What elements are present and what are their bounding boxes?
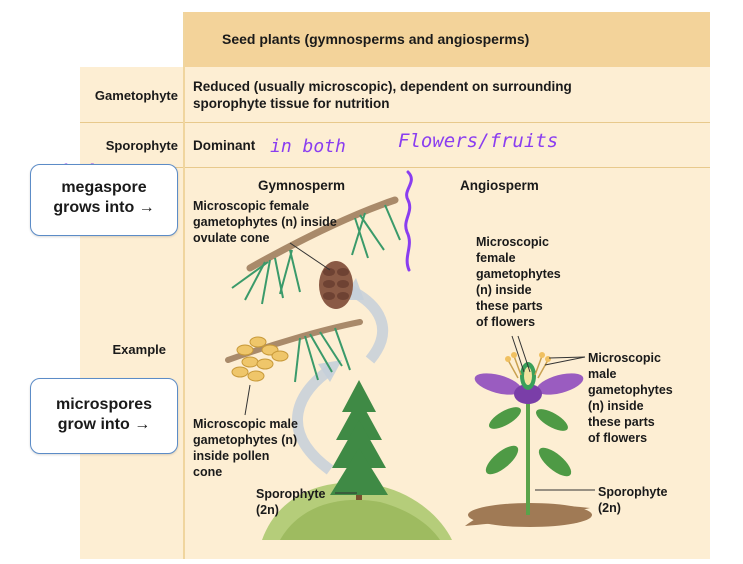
label-line: Microscopic female — [193, 199, 310, 213]
label-line: Microscopic male — [193, 417, 298, 431]
callout-megaspore: megaspore grows into → — [30, 164, 178, 236]
pollen-cones — [231, 336, 289, 382]
sporophyte-text: Dominant — [193, 138, 256, 153]
handwriting-flowers-fruits: Flowers/fruits — [398, 130, 559, 152]
leader-lines — [511, 335, 595, 491]
row-sporophyte — [80, 122, 710, 167]
plant-leaves — [485, 407, 572, 477]
label-line: (n) inside — [476, 283, 532, 297]
label-line: Sporophyte — [598, 485, 668, 499]
label-line: Sporophyte — [256, 487, 326, 501]
label-line: gametophytes (n) — [193, 433, 298, 447]
table-header-title: Seed plants (gymnosperms and angiosperms… — [222, 31, 530, 47]
leader-line — [244, 384, 251, 416]
label-line: inside pollen — [193, 449, 270, 463]
callout-megaspore-line2: grows into → — [53, 199, 155, 216]
label-line: female — [476, 251, 516, 265]
row-divider — [80, 122, 710, 123]
callout-microspores-line1: microspores — [55, 396, 153, 413]
angiosperm-male-label: Microscopic male gametophytes (n) inside… — [588, 350, 673, 446]
life-cycle-arrowhead — [318, 360, 342, 382]
tree-foliage — [330, 380, 388, 495]
label-line: Microscopic — [476, 235, 549, 249]
label-line: cone — [193, 465, 223, 479]
life-cycle-arrow — [292, 365, 334, 475]
gametophyte-text-line1: Reduced (usually microscopic), dependent… — [193, 79, 572, 94]
label-line: of flowers — [476, 315, 536, 329]
label-line: of flowers — [588, 431, 648, 445]
row-divider — [80, 167, 710, 168]
handwriting-in-both: in both — [270, 136, 346, 157]
angiosperm-title: Angiosperm — [460, 178, 539, 193]
label-line: gametophytes — [476, 267, 561, 281]
column-divider — [183, 12, 185, 559]
callout-microspores-line2: grow into → — [57, 416, 151, 433]
pine-needles — [231, 204, 401, 305]
cone-scales — [323, 268, 349, 300]
gametophyte-text-line2: sporophyte tissue for nutrition — [193, 96, 390, 111]
handwritten-squiggle — [404, 170, 413, 272]
pine-branch — [246, 196, 399, 272]
label-line: these parts — [476, 299, 543, 313]
angiosperm-sporophyte-label: Sporophyte (2n) — [598, 484, 667, 516]
label-line: (2n) — [256, 503, 279, 517]
callout-microspores: microspores grow into → — [30, 378, 178, 454]
pine-needles — [294, 327, 351, 383]
row-gametophyte — [80, 67, 710, 122]
callout-megaspore-line1: megaspore — [61, 179, 147, 196]
gametophyte-label: Gametophyte — [94, 88, 178, 103]
leader-line — [289, 242, 331, 271]
gymnosperm-sporophyte-label: Sporophyte (2n) — [256, 486, 325, 518]
gymnosperm-female-label: Microscopic female gametophytes (n) insi… — [193, 198, 337, 246]
label-line: gametophytes — [588, 383, 673, 397]
label-line: male — [588, 367, 617, 381]
gymnosperm-title: Gymnosperm — [258, 178, 346, 193]
label-line: Microscopic — [588, 351, 661, 365]
sporophyte-label: Sporophyte — [105, 138, 178, 153]
gymnosperm-male-label: Microscopic male gametophytes (n) inside… — [193, 416, 298, 480]
label-line: (n) inside — [588, 399, 644, 413]
angiosperm-female-label: Microscopic female gametophytes (n) insi… — [476, 234, 561, 330]
label-line: (2n) — [598, 501, 621, 515]
label-line: these parts — [588, 415, 655, 429]
example-label: Example — [112, 342, 166, 357]
label-line: ovulate cone — [193, 231, 270, 245]
table-header — [184, 12, 710, 67]
label-line: gametophytes (n) inside — [193, 215, 337, 229]
